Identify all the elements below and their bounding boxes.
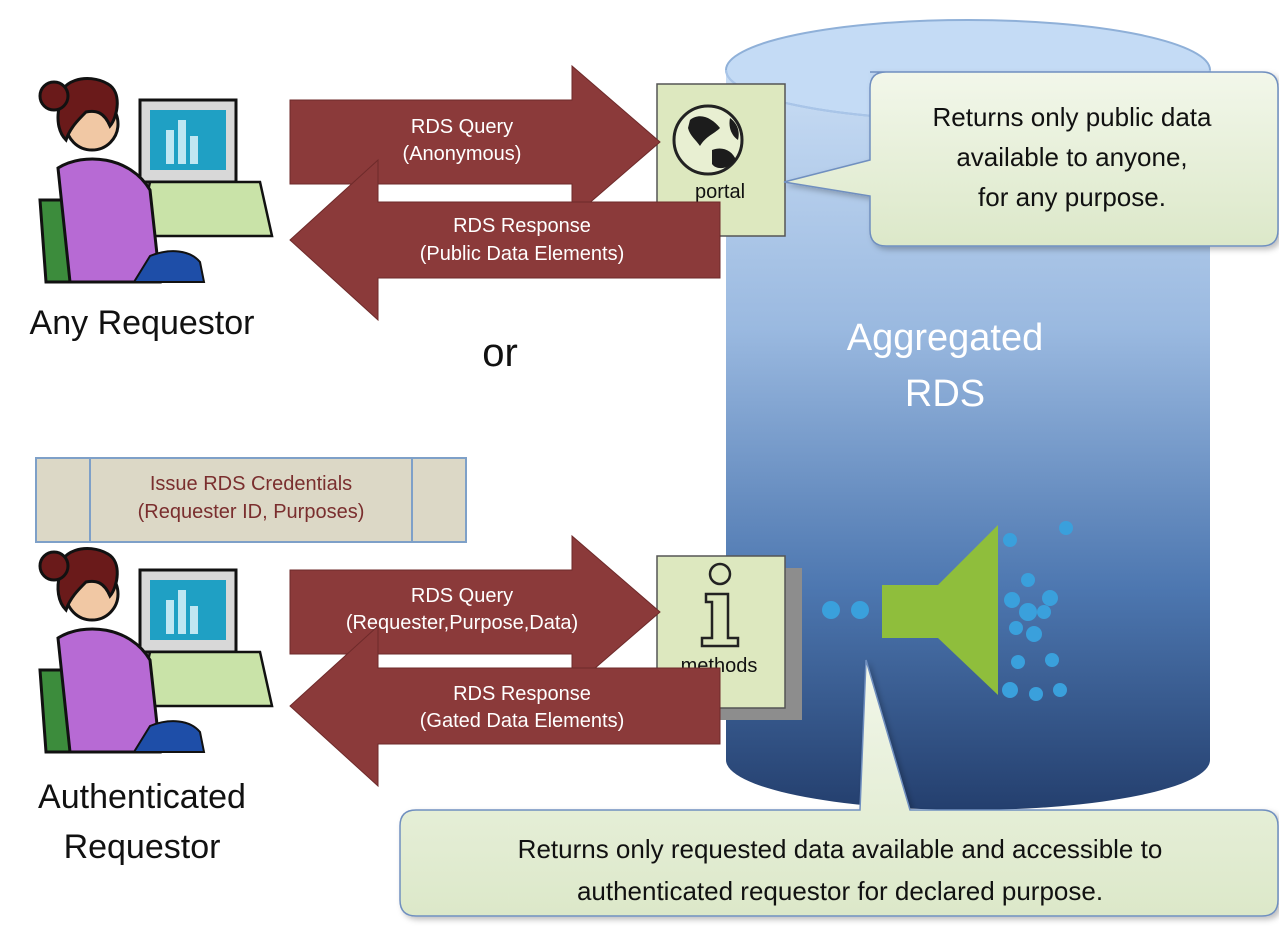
- data-particle: [1021, 573, 1035, 587]
- database-label-line2: RDS: [905, 373, 985, 415]
- authenticated-requestor-label-line1: Authenticated: [38, 778, 246, 816]
- data-particle: [1059, 521, 1073, 535]
- data-particle: [1037, 605, 1051, 619]
- data-particle: [1042, 590, 1058, 606]
- data-particle: [1004, 592, 1020, 608]
- info-icon: [700, 562, 740, 648]
- anonymous-query-line1: RDS Query: [411, 116, 513, 138]
- anonymous-response-arrow: RDS Response (Public Data Elements): [289, 158, 721, 322]
- anonymous-response-line2: (Public Data Elements): [420, 243, 625, 265]
- public-data-callout: [783, 71, 1279, 247]
- data-particle: [1045, 653, 1059, 667]
- authenticated-query-arrow: RDS Query (Requester,Purpose,Data): [289, 534, 661, 690]
- globe-icon: [672, 104, 744, 176]
- authenticated-response-line1: RDS Response: [453, 683, 591, 705]
- authenticated-query-line2: (Requester,Purpose,Data): [346, 612, 578, 634]
- anonymous-query-arrow: RDS Query (Anonymous): [289, 64, 661, 220]
- portal-label: portal: [695, 181, 745, 203]
- authenticated-requestor-label-line2: Requestor: [64, 828, 221, 866]
- credentials-box: Issue RDS Credentials (Requester ID, Pur…: [35, 457, 467, 543]
- data-particle: [1026, 626, 1042, 642]
- public-callout-line1: Returns only public data: [933, 102, 1212, 132]
- public-callout-line2: available to anyone,: [956, 142, 1187, 172]
- authenticated-response-arrow: RDS Response (Gated Data Elements): [289, 624, 721, 788]
- authenticated-response-line2: (Gated Data Elements): [420, 710, 625, 732]
- public-callout-line3: for any purpose.: [978, 182, 1166, 212]
- anonymous-response-line1: RDS Response: [453, 215, 591, 237]
- methods-box: methods: [656, 555, 802, 720]
- data-particle: [1029, 687, 1043, 701]
- data-particle: [1002, 682, 1018, 698]
- data-particle: [1003, 533, 1017, 547]
- portal-box: portal: [656, 83, 786, 237]
- credentials-line1: Issue RDS Credentials: [150, 473, 352, 495]
- any-requestor-label: Any Requestor: [30, 304, 255, 342]
- data-particle: [1019, 603, 1037, 621]
- database-label-line1: Aggregated: [847, 317, 1044, 359]
- gated-data-callout: [399, 659, 1279, 917]
- any-requestor-figure: [38, 77, 274, 284]
- anonymous-query-line2: (Anonymous): [403, 143, 522, 165]
- gated-callout-line2: authenticated requestor for declared pur…: [577, 876, 1103, 906]
- data-particle: [1011, 655, 1025, 669]
- gated-callout-line1: Returns only requested data available an…: [518, 834, 1163, 864]
- data-particle: [1009, 621, 1023, 635]
- credentials-line2: (Requester ID, Purposes): [138, 501, 365, 523]
- authenticated-requestor-figure: [38, 547, 274, 754]
- or-label: or: [482, 331, 518, 375]
- data-particles: [1002, 521, 1073, 701]
- data-particle: [1053, 683, 1067, 697]
- filter-funnel-icon: [822, 525, 998, 695]
- authenticated-query-line1: RDS Query: [411, 585, 513, 607]
